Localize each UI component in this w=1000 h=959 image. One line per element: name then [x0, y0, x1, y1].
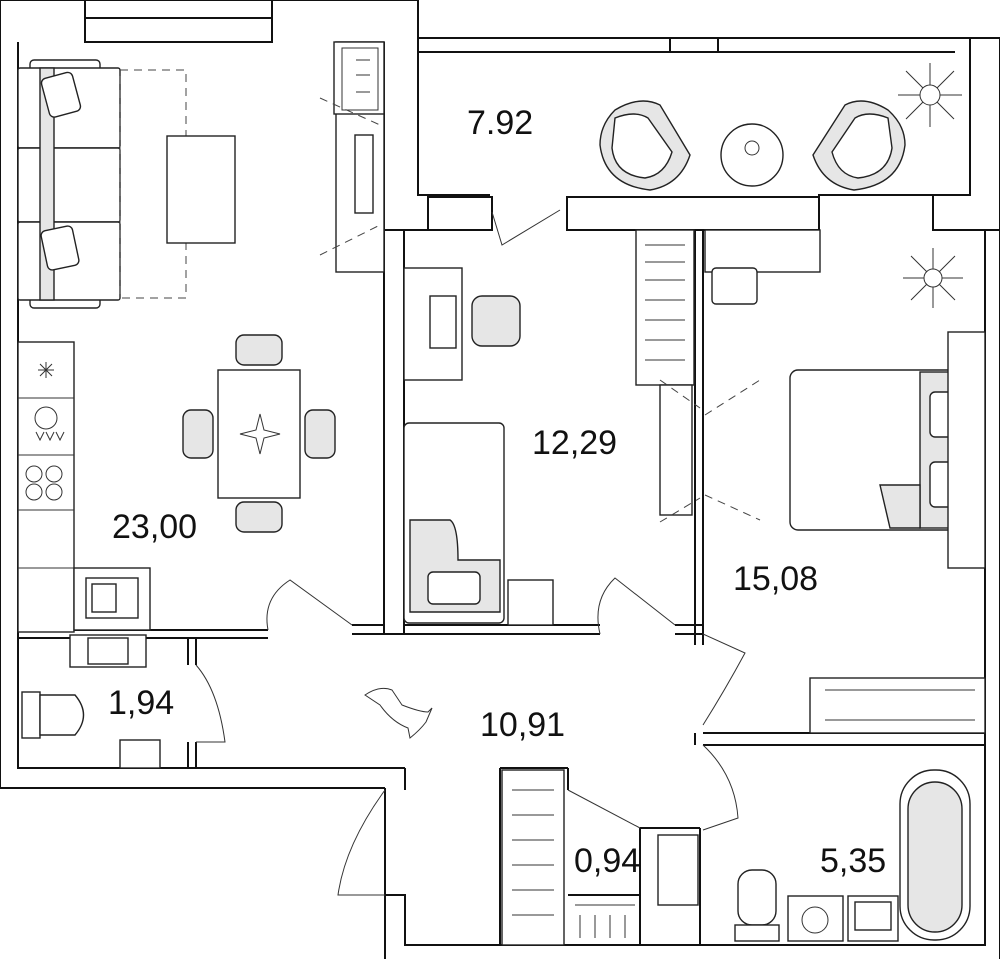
area-study: 12,29 — [532, 424, 617, 462]
closet-fixtures — [501, 769, 699, 946]
area-wc: 1,94 — [108, 684, 174, 722]
coffee-table — [166, 135, 236, 244]
balcony-furniture — [599, 63, 962, 191]
area-bathroom: 5,35 — [820, 842, 886, 880]
bedroom-furniture — [704, 229, 986, 734]
rabbit-figure — [364, 687, 433, 739]
study-furniture — [403, 229, 701, 626]
kitchen-counter — [17, 341, 151, 633]
doors — [195, 209, 746, 896]
rug — [119, 69, 187, 299]
wc-fixtures — [21, 634, 161, 769]
area-closet: 0,94 — [574, 842, 640, 880]
bathroom-fixtures — [734, 769, 971, 942]
area-bedroom: 15,08 — [733, 560, 818, 598]
area-balcony: 7.92 — [467, 104, 533, 142]
sofa — [17, 59, 121, 309]
area-hall: 10,91 — [480, 706, 565, 744]
tv-cabinet — [319, 41, 385, 273]
dining-table — [182, 334, 336, 533]
area-living-kitchen: 23,00 — [112, 508, 197, 546]
